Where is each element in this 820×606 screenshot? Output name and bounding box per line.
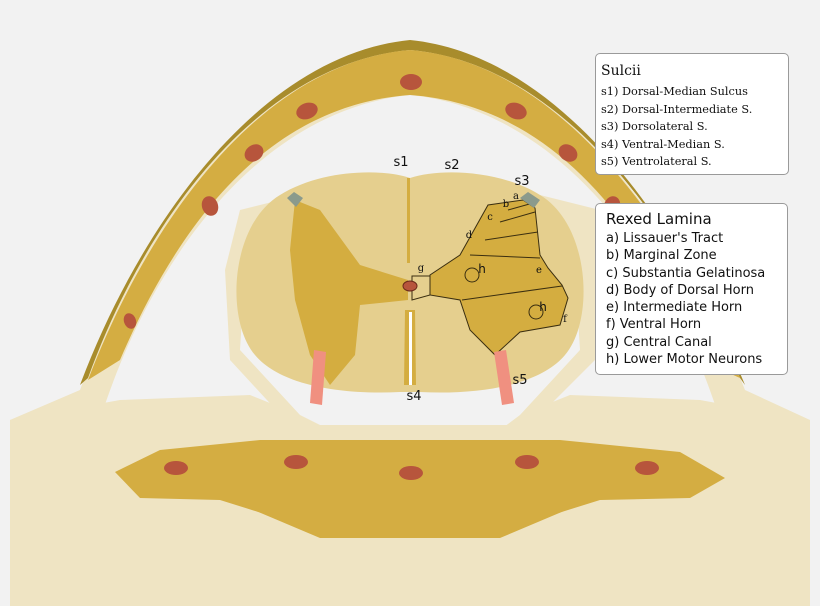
- dorsolateral-cap-left: [287, 192, 303, 207]
- label-s1: s1: [393, 155, 408, 170]
- lissauers-tract-cap: [520, 192, 540, 208]
- sulcii-legend-item: s2) Dorsal-Intermediate S.: [601, 102, 753, 116]
- rexed-legend-item: b) Marginal Zone: [606, 248, 717, 264]
- vertebral-arch-rim: [80, 40, 745, 385]
- rexed-legend-title: Rexed Lamina: [606, 210, 712, 228]
- label-g: g: [418, 263, 425, 274]
- label-c: c: [487, 212, 493, 223]
- gray-matter-left: [290, 200, 408, 385]
- sulcii-legend-item: s3) Dorsolateral S.: [601, 120, 708, 134]
- sulcii-legend-item: s5) Ventrolateral S.: [601, 155, 712, 169]
- label-s2: s2: [444, 158, 459, 173]
- marrow-spots: [123, 74, 659, 480]
- motor-neuron-2: [528, 304, 544, 320]
- vertebral-body-underside: [230, 500, 590, 538]
- nerve-root-left: [310, 350, 326, 405]
- rexed-legend-item: f) Ventral Horn: [606, 317, 702, 333]
- dorsal-median-sulcus: [407, 178, 410, 263]
- rexed-legend-item: d) Body of Dorsal Horn: [606, 282, 754, 298]
- sulcii-legend: Sulcii s1) Dorsal-Median Sulcus s2) Dors…: [595, 53, 789, 175]
- label-f: f: [563, 314, 568, 325]
- label-a: a: [513, 191, 519, 202]
- rexed-lamina-legend: Rexed Lamina a) Lissauer's Tract b) Marg…: [595, 203, 788, 375]
- sulcii-legend-item: s4) Ventral-Median S.: [601, 137, 725, 151]
- gray-matter-right: [429, 199, 569, 356]
- rexed-legend-item: g) Central Canal: [606, 334, 712, 350]
- sulcii-legend-title: Sulcii: [601, 63, 641, 79]
- central-canal: [402, 280, 418, 292]
- lamina-borders: [411, 202, 563, 301]
- nerve-root-right: [494, 350, 514, 405]
- label-b: b: [503, 199, 509, 210]
- label-s4: s4: [406, 389, 421, 404]
- sulcii-legend-item: s1) Dorsal-Median Sulcus: [601, 85, 748, 98]
- rexed-legend-item: h) Lower Motor Neurons: [606, 352, 763, 368]
- vertebral-arch-band: [88, 50, 740, 380]
- label-s3: s3: [514, 174, 529, 189]
- label-d: d: [466, 230, 473, 241]
- ventral-median-fissure-gap: [409, 312, 412, 385]
- label-h1: h: [478, 262, 486, 276]
- label-h2: h: [539, 300, 547, 314]
- pedicle-right: [520, 195, 600, 425]
- rexed-legend-item: e) Intermediate Horn: [606, 300, 743, 316]
- label-e: e: [536, 265, 542, 276]
- rexed-legend-item: c) Substantia Gelatinosa: [606, 265, 766, 281]
- rexed-legend-item: a) Lissauer's Tract: [606, 231, 724, 246]
- label-s5: s5: [512, 373, 527, 388]
- motor-neuron-1: [464, 267, 480, 283]
